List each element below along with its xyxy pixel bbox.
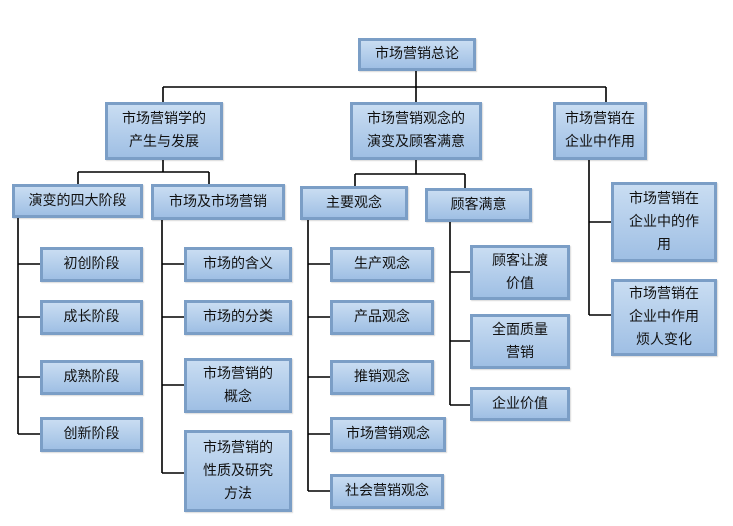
node-four-stages: 演变的四大阶段 (12, 184, 143, 218)
node-customer-satisfaction: 顾客满意 (425, 188, 532, 222)
node-marketing-origin: 市场营销学的 产生与发展 (105, 102, 223, 160)
leaf-node: 社会营销观念 (330, 474, 444, 509)
leaf-node: 创新阶段 (40, 417, 143, 452)
leaf-node: 市场营销的 概念 (184, 358, 292, 413)
leaf-node: 顾客让渡 价值 (470, 245, 570, 300)
leaf-node: 企业价值 (470, 387, 570, 421)
node-marketing-concepts: 市场营销观念的 演变及顾客满意 (350, 102, 482, 160)
leaf-node: 市场的含义 (184, 247, 292, 282)
leaf-node: 生产观念 (330, 247, 434, 282)
leaf-node: 成长阶段 (40, 300, 143, 335)
node-market-and-marketing: 市场及市场营销 (151, 184, 285, 220)
leaf-node: 产品观念 (330, 300, 434, 335)
leaf-node: 市场营销在 企业中的作 用 (611, 182, 717, 262)
node-main-concepts: 主要观念 (300, 186, 408, 220)
leaf-node: 市场的分类 (184, 300, 292, 335)
leaf-node: 市场营销观念 (330, 417, 446, 452)
leaf-node: 市场营销的 性质及研究 方法 (184, 430, 292, 512)
root-node: 市场营销总论 (358, 38, 476, 71)
node-marketing-role: 市场营销在 企业中作用 (553, 102, 647, 160)
leaf-node: 市场营销在 企业中作用 烦人变化 (611, 279, 717, 356)
leaf-node: 成熟阶段 (40, 360, 143, 395)
leaf-node: 全面质量 营销 (470, 314, 570, 369)
leaf-node: 初创阶段 (40, 247, 143, 282)
leaf-node: 推销观念 (330, 360, 434, 395)
